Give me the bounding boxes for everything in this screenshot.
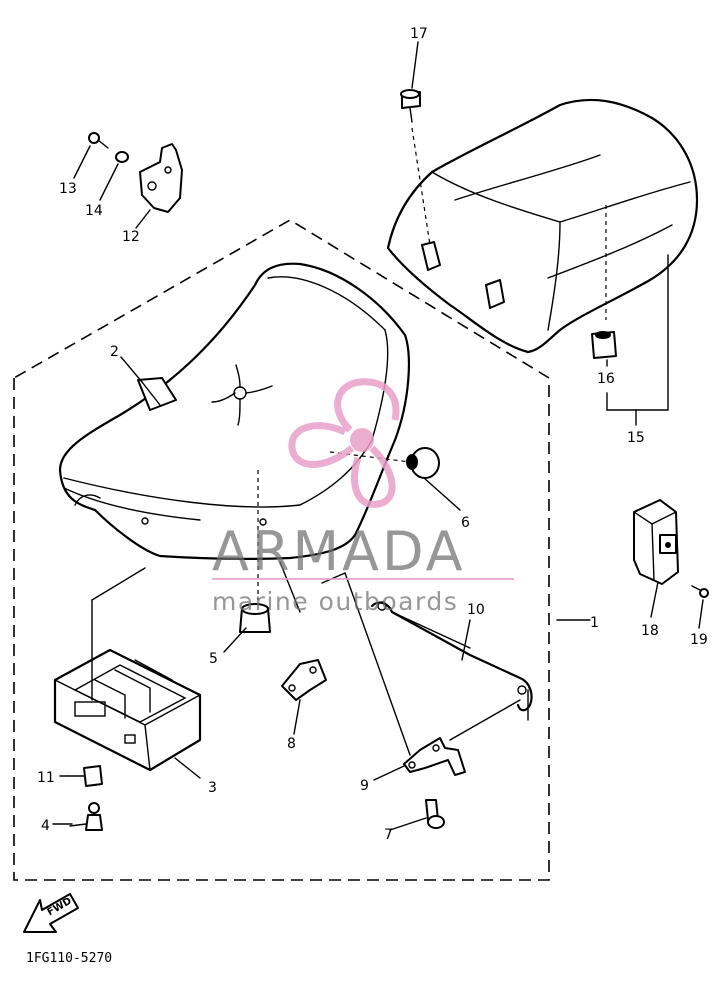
label-14: 14 [85,203,103,219]
label-8: 8 [287,736,296,752]
label-10: 10 [467,602,485,618]
watermark: ARMADA marine outboards [212,378,514,616]
bolt-part-17 [400,89,431,246]
main-seat [58,262,410,600]
washer-part-14 [115,151,129,163]
label-9: 9 [360,778,369,794]
label-6: 6 [461,515,470,531]
watermark-divider [212,578,514,580]
label-15: 15 [627,430,645,446]
damper-part-5 [239,603,271,633]
tray-part-3 [53,567,202,772]
propeller-logo-icon [288,378,400,508]
hook-part-12 [139,143,183,213]
diagram-code: 1FG110-5270 [26,951,112,966]
label-5: 5 [209,651,218,667]
label-12: 12 [122,229,140,245]
label-3: 3 [208,780,217,796]
screw-part-19 [691,585,709,598]
label-7: 7 [384,827,393,843]
forward-arrow-icon: FWD [23,893,79,933]
rear-seat [386,98,699,354]
bolt-part-4 [69,802,103,831]
leader-lines [52,41,704,831]
label-17: 17 [410,26,428,42]
label-11: 11 [37,770,55,786]
label-2: 2 [110,344,119,360]
assembly-boundary [13,219,550,881]
bolt-part-7 [425,799,445,829]
damper-part-16 [591,331,617,359]
label-1: 1 [590,615,599,631]
lock-part-18 [633,499,679,585]
bolt-part-13 [88,132,109,149]
bracket-part-8 [281,659,327,701]
part-labels: 1 2 3 4 5 6 7 8 9 10 11 12 13 14 15 16 1… [37,26,708,843]
label-13: 13 [59,181,77,197]
label-16: 16 [597,371,615,387]
bracket-part-9 [403,737,466,776]
watermark-tagline: marine outboards [212,587,458,616]
label-4: 4 [41,818,50,834]
label-19: 19 [690,632,708,648]
cap-part-11 [67,765,103,787]
watermark-brand: ARMADA [212,520,466,583]
label-18: 18 [641,623,659,639]
damper-part-6 [329,447,440,479]
